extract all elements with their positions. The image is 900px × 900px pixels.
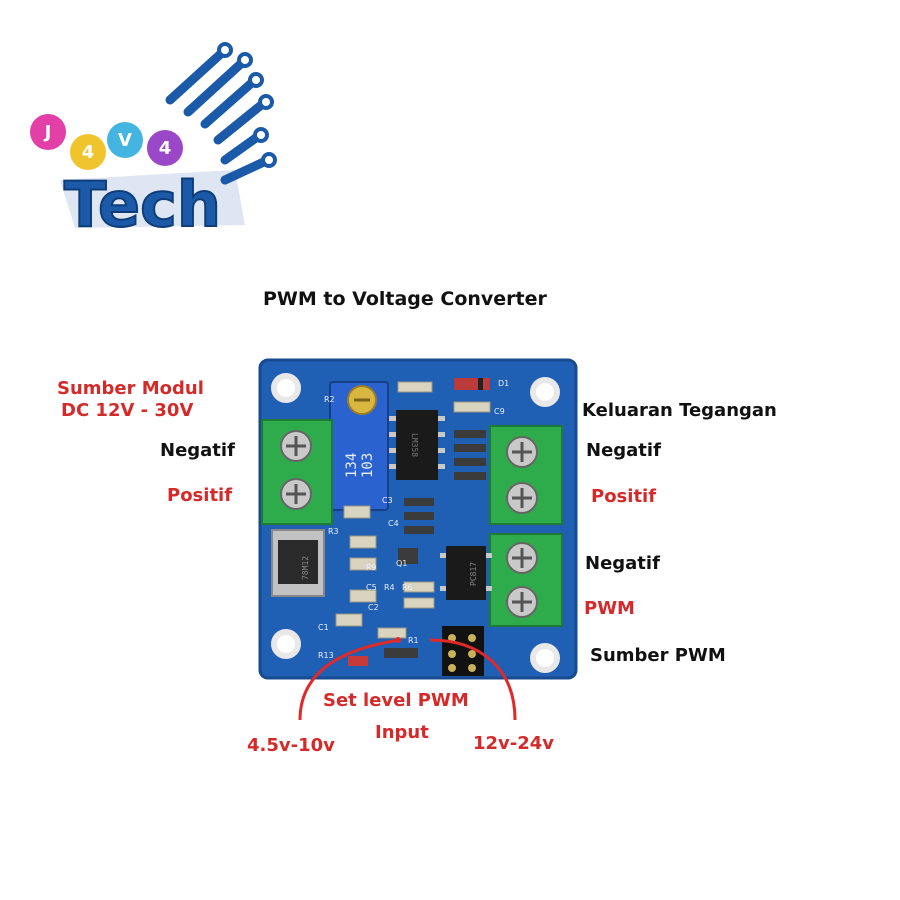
silkscreen-label: R3	[328, 527, 339, 536]
pwm-negative-label: Negatif	[585, 553, 660, 574]
power-input-negative-label: Negatif	[160, 440, 235, 461]
logo-letter-2: V	[118, 130, 132, 151]
power-input-positive-label: Positif	[167, 485, 233, 506]
page-title: PWM to Voltage Converter	[263, 288, 547, 310]
silkscreen-pot2: 103	[360, 453, 376, 478]
pwm-source-label: Sumber PWM	[590, 645, 726, 666]
output-terminal-block	[489, 425, 563, 525]
silkscreen-chip1: LM358	[410, 433, 419, 457]
silkscreen-label: R4	[384, 583, 395, 592]
voltage-output-positive-label: Positif	[591, 486, 657, 507]
pwm-signal-label: PWM	[584, 598, 635, 619]
jumper-low-range-label: 4.5v-10v	[247, 735, 335, 756]
silkscreen-label: C1	[318, 623, 329, 632]
silkscreen-label: R1	[408, 636, 419, 645]
power-input-heading-line2: DC 12V - 30V	[61, 400, 194, 421]
diode	[454, 378, 490, 390]
silkscreen-pot1: 134	[344, 453, 360, 478]
op-amp-chip	[396, 410, 438, 480]
mounting-holes	[271, 373, 560, 673]
silkscreen-label: C9	[494, 407, 505, 416]
java-tech-logo: J 4 V 4 Tech	[30, 42, 277, 240]
silkscreen-label: R2	[324, 395, 335, 404]
jumper-title-line1: Set level PWM	[323, 690, 469, 711]
silkscreen-reg1: 78M12	[301, 556, 310, 580]
silkscreen-label: R13	[318, 651, 334, 660]
logo-letter-0: J	[43, 122, 52, 143]
optocoupler: PC817	[440, 546, 492, 600]
jumper-title-line2: Input	[375, 722, 429, 743]
voltage-output-negative-label: Negatif	[586, 440, 661, 461]
input-terminal-block	[261, 419, 333, 525]
silkscreen-label: C2	[368, 603, 379, 612]
silkscreen-opto1: PC817	[469, 562, 478, 586]
silkscreen-label: R6	[402, 583, 413, 592]
voltage-regulator: 78M12	[271, 529, 325, 597]
logo-letter-1: 4	[82, 142, 95, 163]
pwm-terminal-block	[489, 533, 563, 627]
logo-letter-3: 4	[159, 138, 172, 159]
silkscreen-label: Q1	[396, 559, 407, 568]
power-input-heading-line1: Sumber Modul	[57, 378, 204, 399]
silkscreen-label: C3	[382, 496, 393, 505]
silkscreen-label: D1	[498, 379, 509, 388]
logo-word: Tech	[64, 168, 221, 240]
pwm-converter-board: 134 103 LM358	[258, 358, 578, 680]
silkscreen-label: C4	[388, 519, 399, 528]
jumper-high-range-label: 12v-24v	[473, 733, 555, 754]
silkscreen-label: R9	[366, 563, 377, 572]
power-input-heading: Sumber Modul DC 12V - 30V	[57, 378, 204, 422]
silkscreen-label: C5	[366, 583, 377, 592]
jumper-header	[442, 626, 484, 676]
logo-bubbles	[30, 114, 183, 170]
voltage-output-heading: Keluaran Tegangan	[582, 400, 777, 421]
